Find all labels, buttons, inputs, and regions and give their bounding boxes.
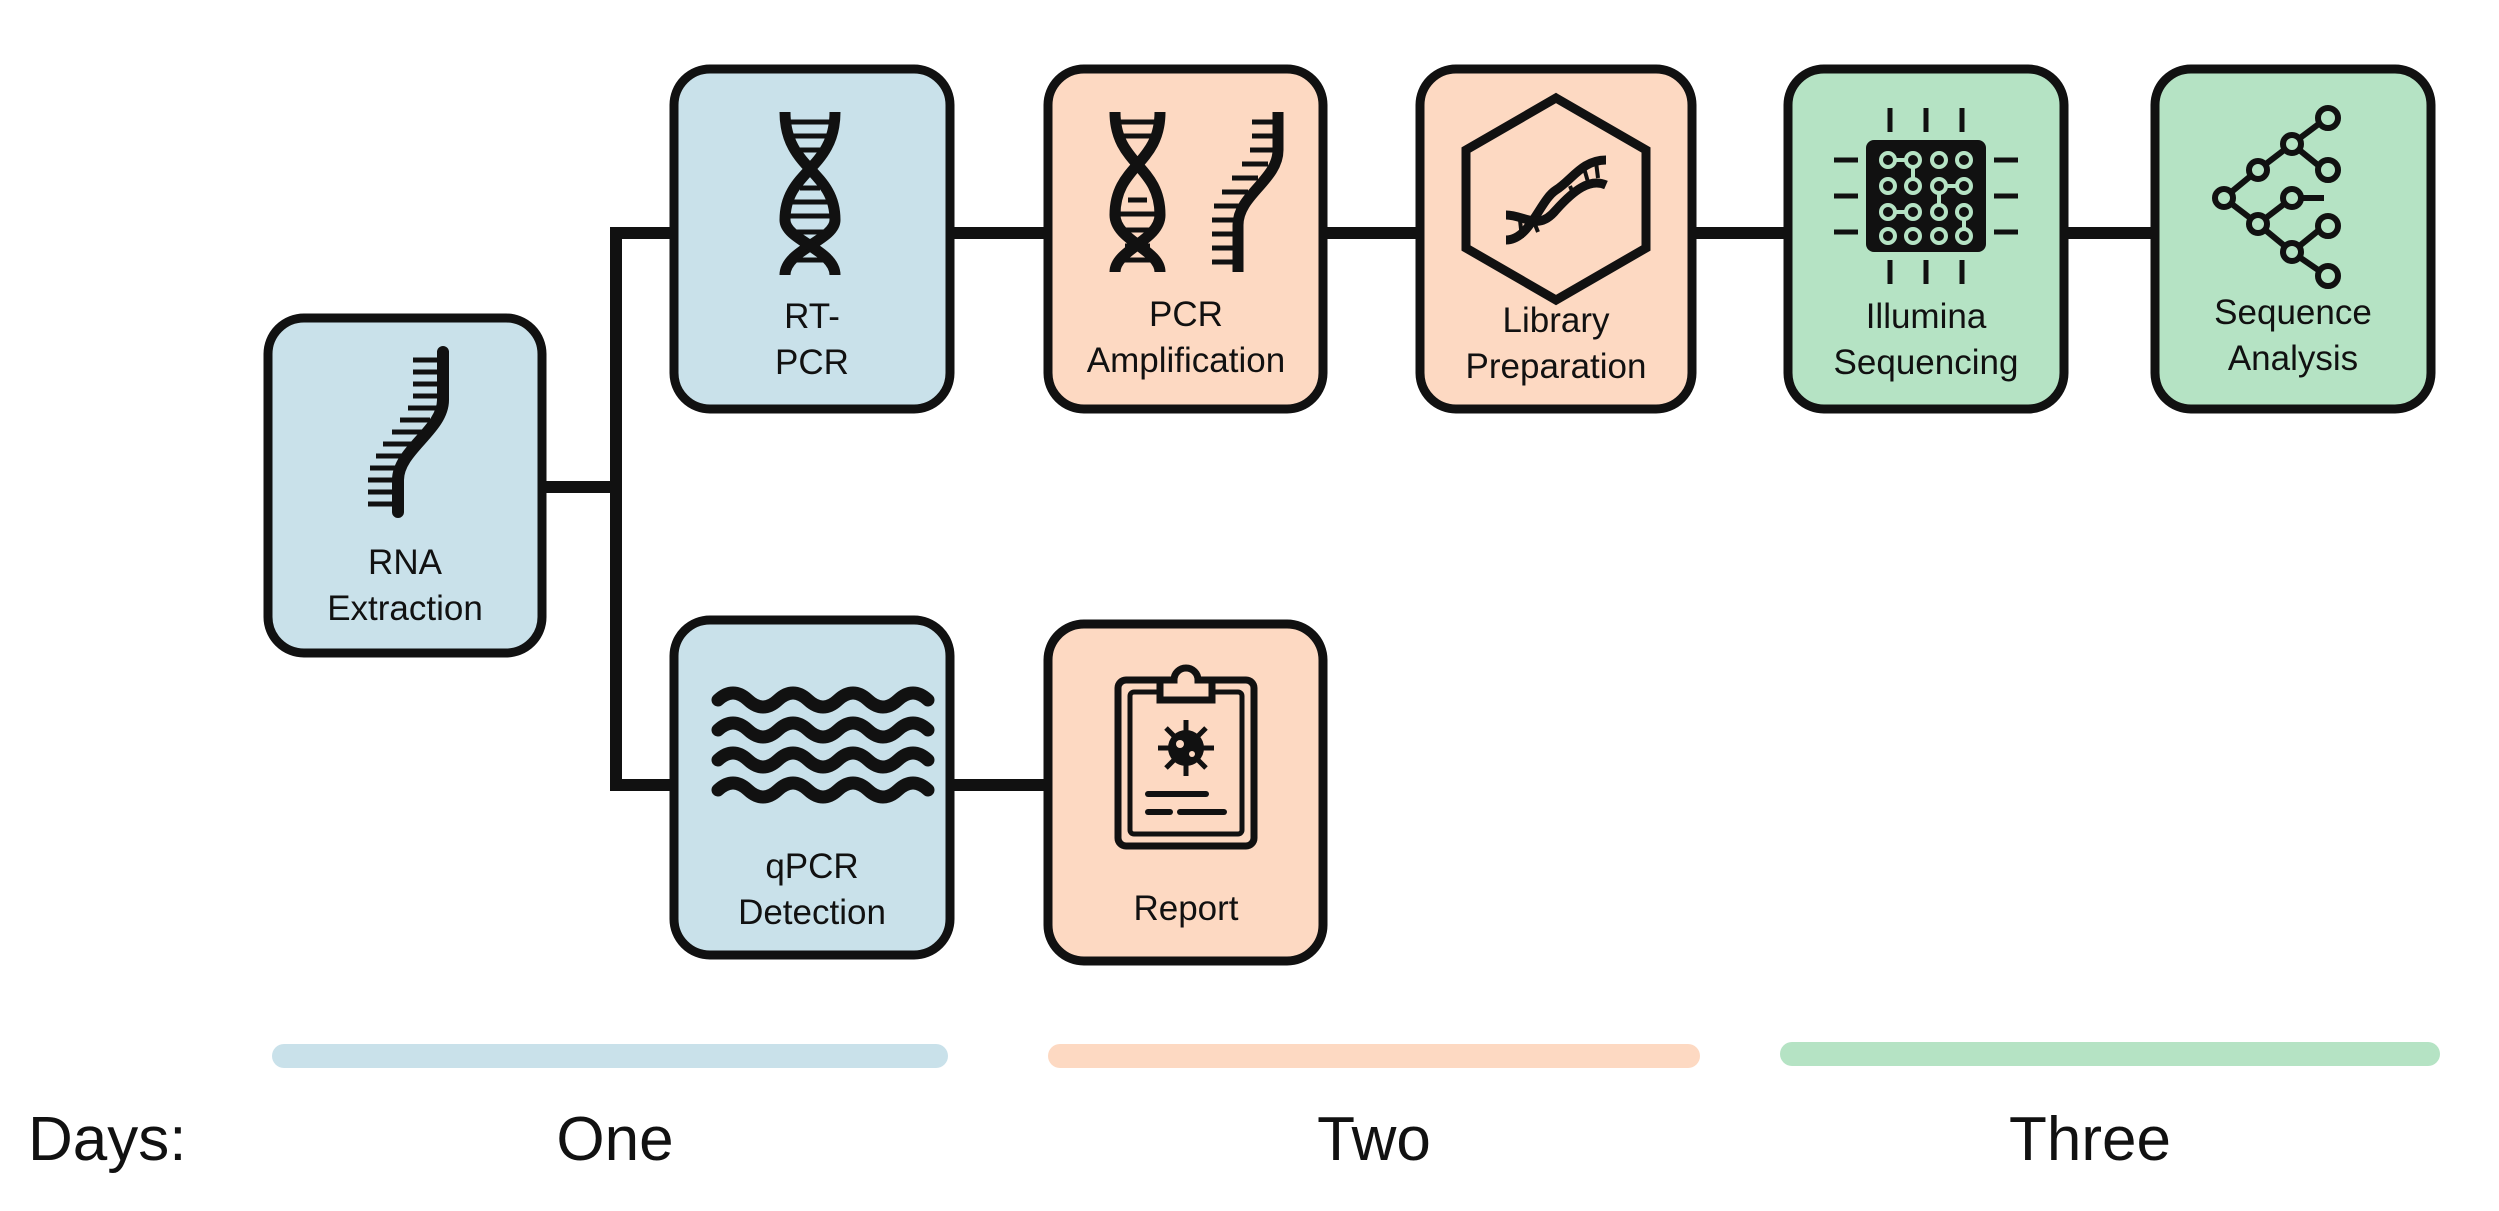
node-report: Report — [1043, 619, 1328, 966]
node-label-line2: Detection — [738, 893, 886, 932]
node-rna-extraction: RNA Extraction — [263, 313, 547, 658]
node-box — [1415, 64, 1697, 414]
node-label-line2: PCR — [775, 343, 849, 382]
day-timeline: Days: One Two Three — [28, 1042, 2440, 1174]
day-bar-three — [1780, 1042, 2440, 1066]
day-label-one: One — [556, 1105, 673, 1174]
hexagon-dna-icon — [1461, 92, 1651, 306]
node-box — [263, 313, 547, 658]
connectors — [542, 227, 2155, 791]
node-label-line1: Library — [1503, 301, 1610, 340]
day-bar-two — [1048, 1044, 1700, 1068]
node-sequence-analysis: Sequence Analysis — [2150, 64, 2436, 414]
node-label-line1: PCR — [1149, 295, 1223, 334]
node-label-line2: Preparation — [1466, 347, 1647, 386]
node-label-line1: qPCR — [765, 847, 858, 886]
node-rt-pcr: RT- PCR — [669, 64, 955, 414]
days-label: Days: — [28, 1105, 186, 1174]
wave-lines-icon — [711, 686, 935, 804]
node-library-preparation: Library Preparation — [1415, 64, 1697, 414]
node-label-line1: Illumina — [1866, 297, 1987, 336]
day-label-three: Three — [2009, 1105, 2171, 1174]
node-illumina-sequencing: Illumina Sequencing — [1783, 64, 2069, 414]
chip-icon — [1834, 108, 2018, 284]
clipboard-virus-icon — [1114, 664, 1258, 850]
day-label-two: Two — [1317, 1105, 1431, 1174]
dna-helix-icon — [779, 111, 841, 277]
node-pcr-amplification: PCR Amplification — [1043, 64, 1328, 414]
dna-split-icon — [1109, 111, 1284, 274]
node-label-line2: Extraction — [327, 589, 483, 628]
node-box — [1043, 64, 1328, 414]
tree-network-icon — [2212, 105, 2341, 289]
node-box — [2150, 64, 2436, 414]
node-qpcr-detection: qPCR Detection — [669, 615, 955, 960]
node-label-line1: Report — [1133, 889, 1238, 928]
node-label-line1: RNA — [368, 543, 443, 582]
node-label-line2: Amplification — [1087, 341, 1285, 380]
day-bar-one — [272, 1044, 948, 1068]
node-label-line1: Sequence — [2214, 293, 2372, 332]
rna-strand-icon — [368, 346, 449, 518]
node-label-line2: Analysis — [2228, 339, 2358, 378]
node-label-line2: Sequencing — [1834, 343, 2019, 382]
node-label-line1: RT- — [784, 297, 840, 336]
